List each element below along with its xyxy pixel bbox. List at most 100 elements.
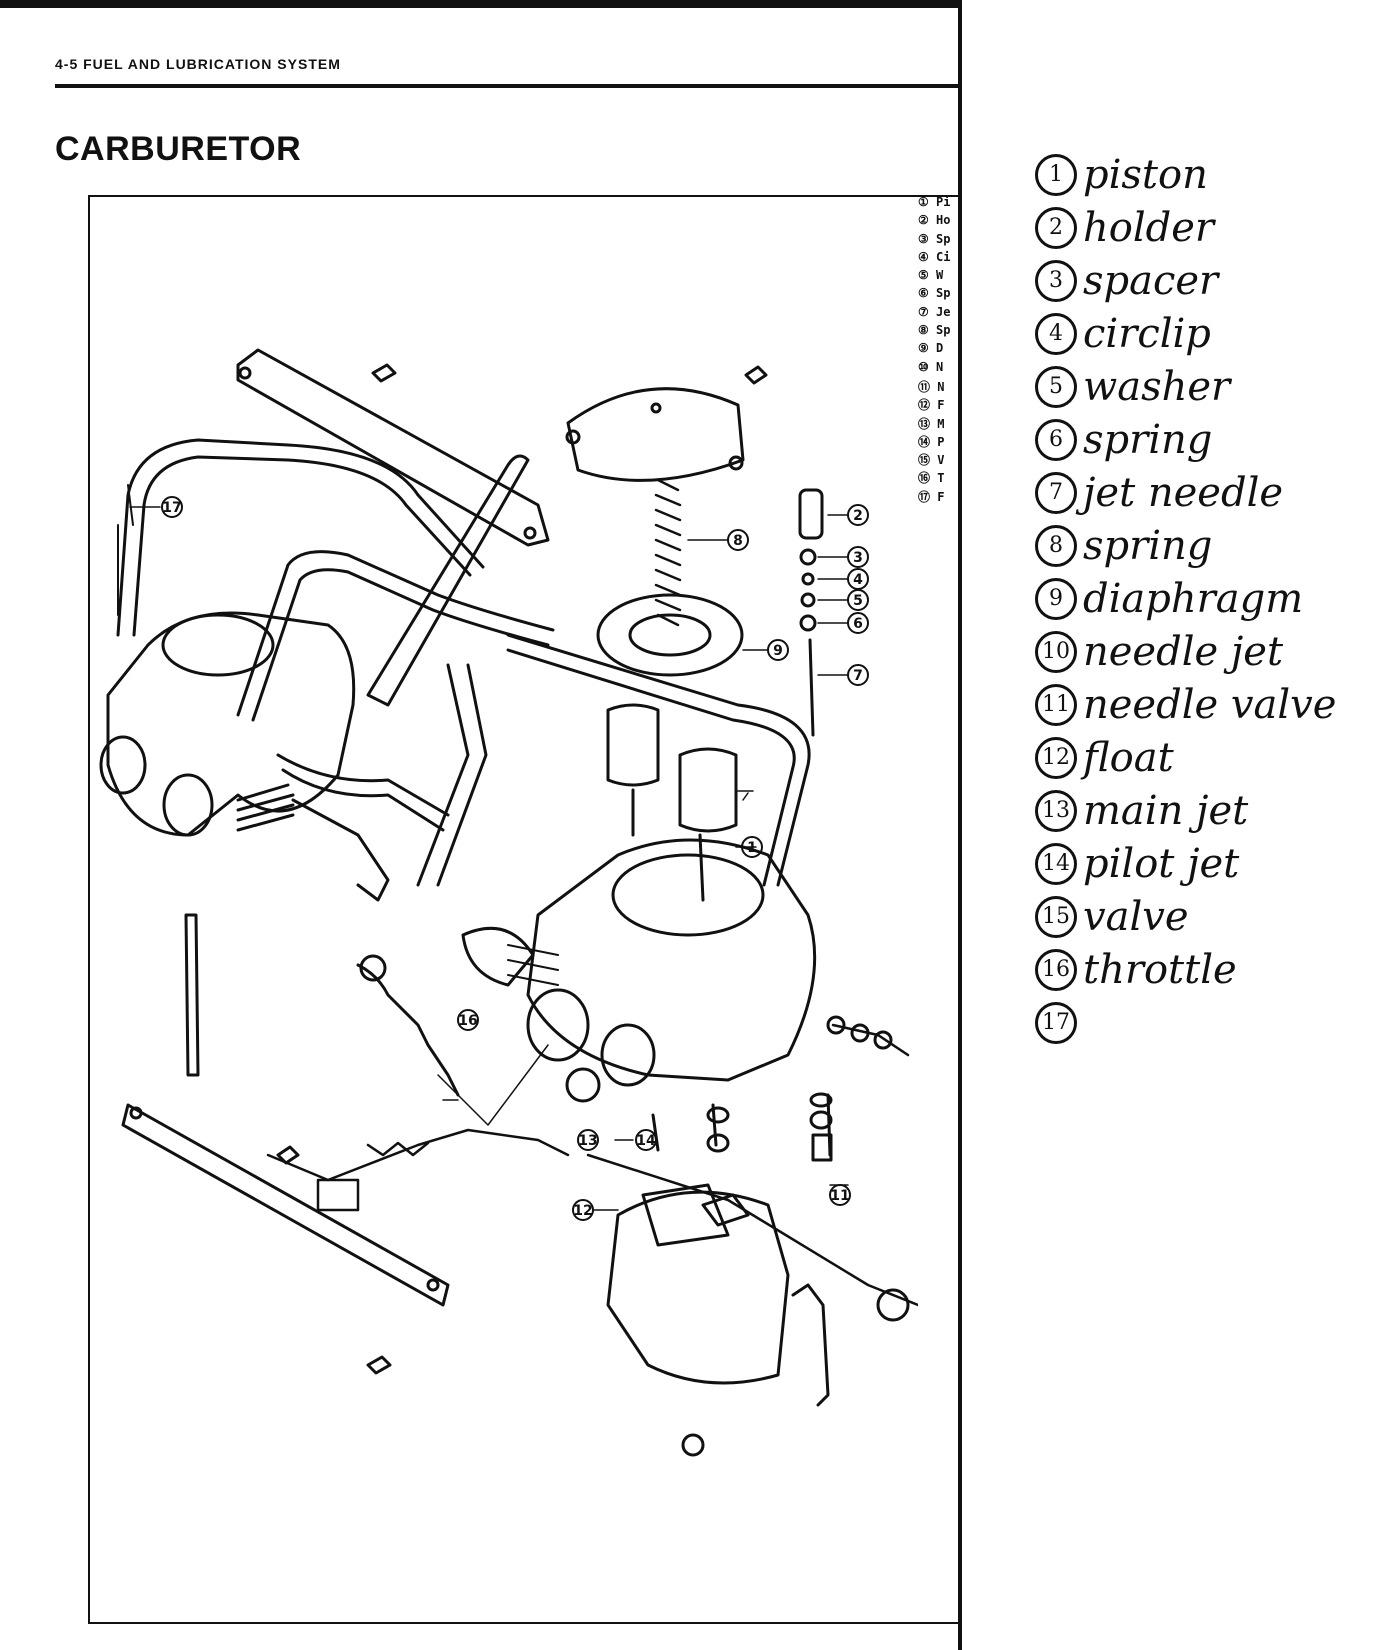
note-number: 14: [1035, 842, 1077, 885]
legend-item: ⑥ Sp: [918, 286, 951, 301]
note-text: throttle: [1083, 946, 1237, 993]
note-text: spacer: [1083, 257, 1219, 304]
left-carburetor: [99, 484, 390, 902]
legend-list: ① Pi ② Ho ③ Sp ④ Ci ⑤ W ⑥ Sp ⑦ Je ⑧ Sp ⑨…: [918, 195, 958, 506]
callout-marker: [767, 639, 789, 661]
callout-label: 3: [853, 550, 863, 566]
legend-item: ⑭ P: [918, 434, 945, 449]
callout-label: 9: [773, 643, 783, 659]
legend-item: ③ Sp: [918, 231, 951, 246]
float-bowl: [606, 1183, 910, 1457]
note-number: 7: [1035, 471, 1077, 514]
legend-item: ⑪ N: [918, 379, 945, 394]
jet-parts: [356, 954, 910, 1162]
needle-parts: [798, 488, 849, 737]
callout-marker: [635, 1129, 657, 1151]
callout-marker: [829, 1184, 851, 1206]
note-number: 4: [1035, 312, 1077, 355]
callout-marker: [847, 612, 869, 634]
callout-marker: [847, 546, 869, 568]
callout-marker: [161, 496, 183, 518]
note-number: 2: [1035, 206, 1077, 249]
note-text: jet needle: [1083, 469, 1284, 516]
note-number: 11: [1035, 683, 1077, 726]
legend-item: ⑬ M: [918, 416, 945, 431]
legend-item: ① Pi: [918, 195, 951, 209]
legend-item: ⑰ F: [918, 489, 945, 504]
callout-label: 5: [853, 593, 863, 609]
fuel-hose: [116, 438, 811, 1077]
callout-label: 6: [853, 616, 863, 632]
callout-label: 4: [853, 572, 863, 588]
callout-label: 14: [636, 1133, 656, 1149]
note-text: float: [1083, 734, 1174, 781]
legend-item: ⑨ D: [918, 341, 944, 356]
diagram-frame: [88, 195, 962, 1624]
callout-label: 2: [853, 508, 863, 524]
legend-item: ⑧ Sp: [918, 323, 951, 338]
legend-item: ④ Ci: [918, 249, 951, 264]
callout-label: 16: [458, 1013, 477, 1029]
callout-label: 11: [830, 1188, 849, 1204]
callout-marker: [457, 1009, 479, 1031]
note-text: diaphragm: [1083, 575, 1304, 622]
carb-top-cap: [565, 387, 745, 482]
bottom-rail: [121, 1103, 450, 1375]
callout-marker: [727, 529, 749, 551]
top-bracket: [236, 348, 550, 547]
note-text: spring: [1083, 522, 1213, 569]
note-text: piston: [1083, 151, 1208, 198]
callout-marker: [572, 1199, 594, 1221]
note-text: needle jet: [1083, 628, 1284, 675]
note-text: circlip: [1083, 310, 1211, 357]
page-title: CARBURETOR: [55, 130, 302, 168]
callout-marker: [577, 1129, 599, 1151]
section-header: 4-5 FUEL AND LUBRICATION SYSTEM: [55, 56, 341, 72]
callout-marker: [847, 504, 869, 526]
callout-label: 7: [853, 668, 863, 684]
note-text: holder: [1083, 204, 1215, 251]
note-number: 13: [1035, 789, 1077, 832]
note-text: valve: [1083, 893, 1189, 940]
piston-parts: [606, 703, 754, 837]
note-number: 3: [1035, 259, 1077, 302]
legend-item: ⑯ T: [918, 471, 945, 486]
exploded-view-diagram: 17 1 2 3 4 5 6 7 8 9 11 12 13 1: [99, 348, 918, 1457]
callout-marker: [847, 664, 869, 686]
legend-item: ⑤ W: [918, 268, 944, 283]
callout-label: 13: [578, 1133, 597, 1149]
callout-marker: [847, 589, 869, 611]
note-text: needle valve: [1083, 681, 1337, 728]
note-number: 6: [1035, 418, 1077, 461]
note-item: 17: [1035, 996, 1365, 1049]
note-text: pilot jet: [1083, 840, 1240, 887]
note-number: 9: [1035, 577, 1077, 620]
callout-label: 17: [162, 500, 181, 516]
note-text: main jet: [1083, 787, 1249, 834]
page-edge: [958, 0, 962, 1650]
callout-label: 8: [733, 533, 743, 549]
top-border: [0, 0, 960, 8]
legend-item: ⑦ Je: [918, 304, 951, 319]
note-number: 10: [1035, 630, 1077, 673]
note-number: 15: [1035, 895, 1077, 938]
legend-item: ⑩ N: [918, 359, 944, 374]
note-number: 5: [1035, 365, 1077, 408]
main-carburetor: [461, 833, 817, 1087]
note-text: spring: [1083, 416, 1213, 463]
callout-label: 12: [573, 1203, 592, 1219]
spring-part: [654, 478, 729, 627]
